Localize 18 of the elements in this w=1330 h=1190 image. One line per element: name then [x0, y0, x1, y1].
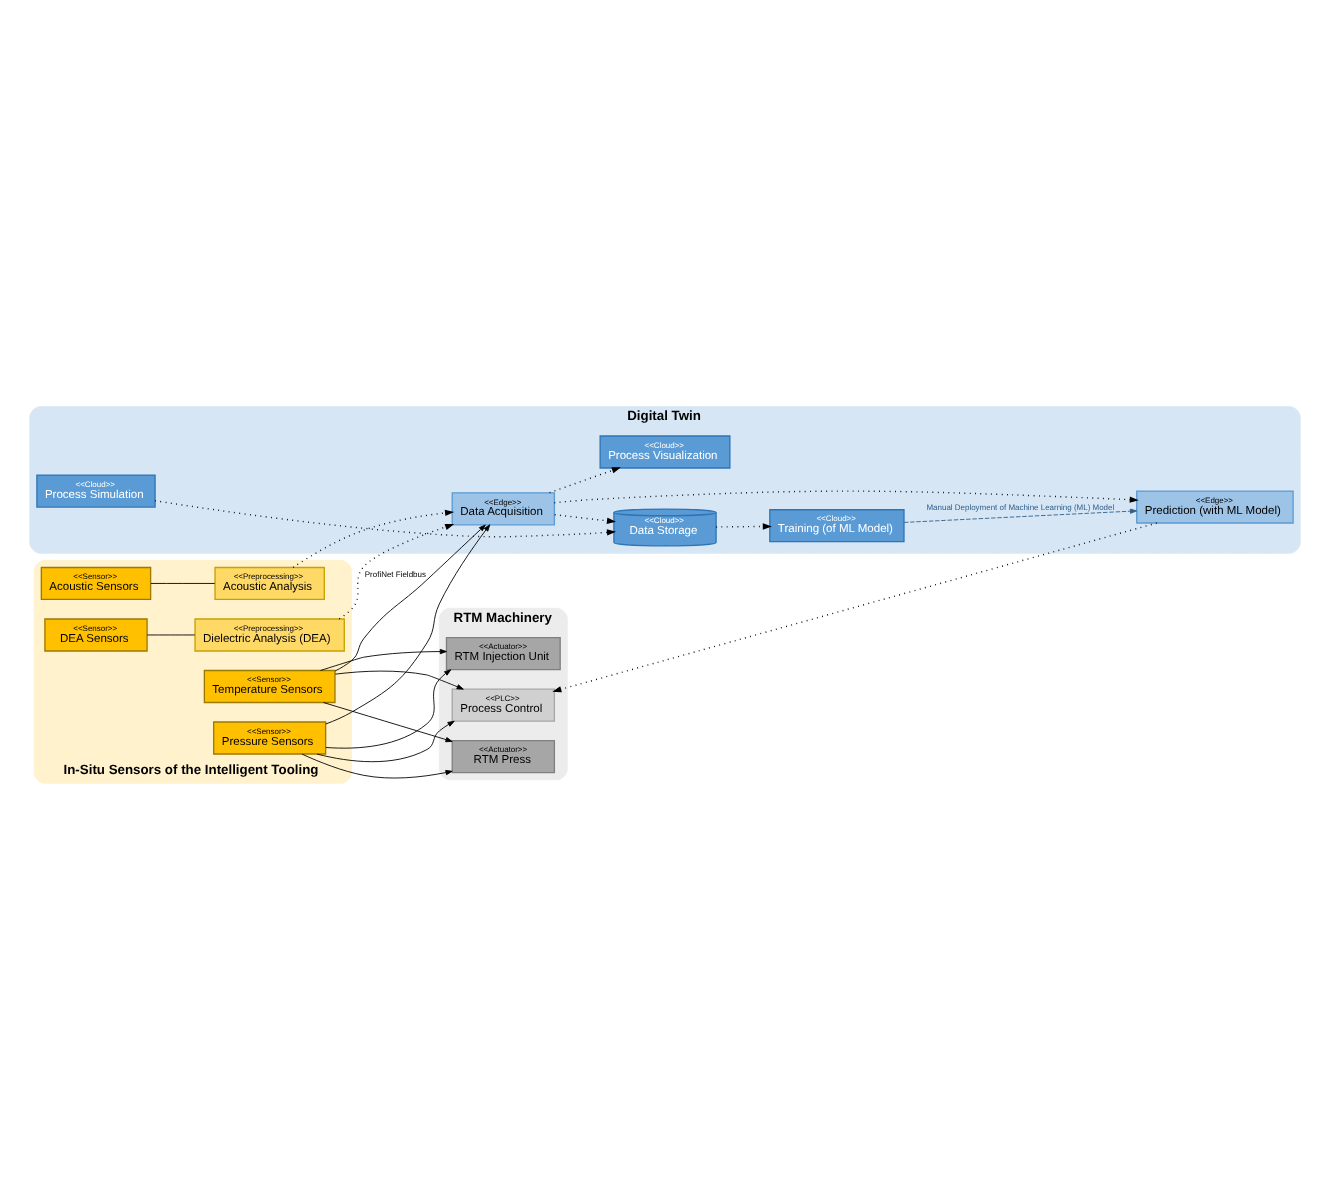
arrow — [323, 702, 453, 743]
arrow — [316, 720, 455, 763]
arrow — [154, 500, 617, 538]
arrow — [715, 523, 772, 530]
arrow — [320, 648, 447, 671]
arrow — [903, 508, 1138, 523]
arrow — [334, 524, 486, 672]
arrow — [548, 467, 621, 494]
connector — [150, 583, 216, 584]
arrow — [301, 753, 453, 779]
arrow — [338, 523, 455, 620]
arrow — [554, 514, 616, 524]
arrow — [292, 509, 455, 569]
arrow — [553, 490, 1139, 504]
arrow — [334, 670, 464, 690]
arrow — [325, 669, 452, 749]
arrow — [325, 524, 491, 725]
arrow — [552, 522, 1158, 693]
